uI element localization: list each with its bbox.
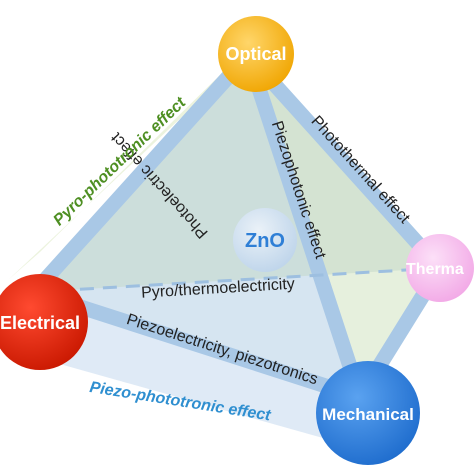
thermal-label: Therma — [406, 261, 464, 278]
zno-label: ZnO — [245, 230, 285, 252]
mechanical-label: Mechanical — [322, 405, 414, 424]
thermal-node — [406, 234, 474, 302]
optical-label: Optical — [225, 44, 286, 64]
electrical-node — [0, 274, 88, 370]
edge-optical-electrical — [26, 47, 256, 300]
optical-node — [218, 16, 294, 92]
optical-electrical-thermal-face — [34, 55, 440, 292]
electrical-label: Electrical — [0, 313, 80, 333]
mechanical-node — [316, 361, 420, 465]
edge-optical-thermal — [240, 47, 448, 276]
edge-optical-mechanical — [240, 47, 368, 405]
zno-center-node — [233, 208, 297, 272]
piezo-phototronic-face — [10, 292, 360, 440]
edge-electrical-mechanical — [26, 284, 368, 405]
